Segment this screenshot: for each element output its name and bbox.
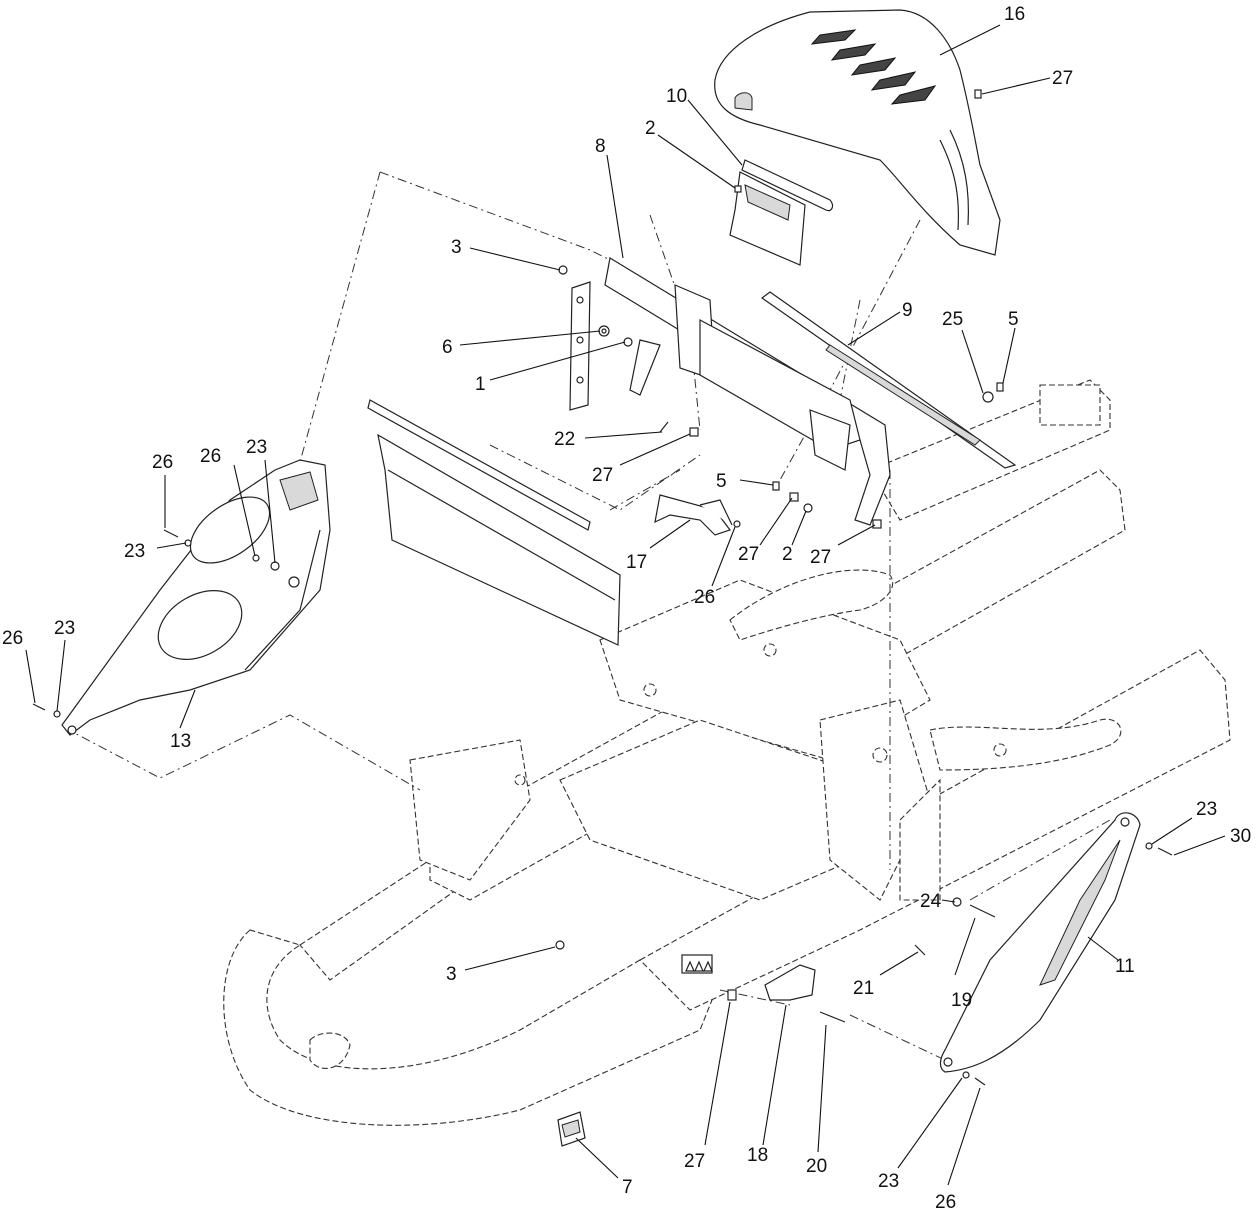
callout-23: 23 — [54, 618, 75, 639]
callout-5: 5 — [1008, 309, 1019, 330]
mower-frame — [223, 379, 1231, 1126]
leader-lines — [25, 24, 1226, 1186]
flat-panel — [367, 399, 621, 646]
strip-part-9 — [760, 291, 1017, 469]
callout-27: 27 — [738, 544, 759, 565]
callout-20: 20 — [806, 1156, 827, 1177]
callout-23: 23 — [878, 1171, 899, 1192]
rear-cover-part-16 — [714, 9, 1001, 256]
callout-26: 26 — [200, 446, 221, 467]
callout-8: 8 — [595, 136, 606, 157]
callout-26: 26 — [152, 452, 173, 473]
callout-25: 25 — [942, 309, 963, 330]
callout-1: 1 — [475, 374, 486, 395]
callout-11: 11 — [1115, 956, 1135, 977]
callout-26: 26 — [2, 628, 23, 649]
callout-23: 23 — [246, 437, 267, 458]
callout-23: 23 — [1196, 799, 1217, 820]
callout-26: 26 — [694, 587, 715, 608]
callout-3: 3 — [446, 964, 457, 985]
upright-rail — [569, 281, 591, 411]
bracket-part-10 — [729, 159, 834, 266]
callout-27: 27 — [810, 547, 831, 568]
bracket-part-17 — [654, 494, 733, 536]
callout-7: 7 — [622, 1177, 633, 1198]
callout-5: 5 — [716, 471, 727, 492]
callout-2: 2 — [782, 544, 793, 565]
main-bracket-part-8 — [604, 257, 891, 526]
right-panel-part-11 — [939, 812, 1141, 1073]
callout-24: 24 — [920, 891, 942, 912]
warning-decal — [681, 954, 713, 974]
callout-26: 26 — [935, 1192, 956, 1213]
callout-10: 10 — [666, 86, 687, 107]
left-panel-part-13 — [61, 459, 331, 736]
callout-27: 27 — [592, 465, 613, 486]
callout-9: 9 — [902, 300, 913, 321]
callout-27: 27 — [1052, 68, 1073, 89]
bracket-part-18 — [764, 964, 816, 1001]
callout-2: 2 — [645, 118, 656, 139]
callout-22: 22 — [554, 429, 575, 450]
callout-16: 16 — [1004, 4, 1025, 25]
callout-19: 19 — [951, 990, 972, 1011]
callout-21: 21 — [853, 978, 874, 999]
callout-3: 3 — [451, 237, 462, 258]
callout-6: 6 — [442, 337, 453, 358]
callout-13: 13 — [170, 731, 191, 752]
tab-part-7 — [557, 1111, 586, 1147]
callout-27: 27 — [684, 1151, 705, 1172]
fasteners — [32, 89, 1173, 1086]
callout-18: 18 — [747, 1145, 768, 1166]
callout-23: 23 — [124, 541, 145, 562]
callout-30: 30 — [1230, 826, 1251, 847]
callout-17: 17 — [626, 552, 647, 573]
callout-labels: 16 27 10 2 8 3 9 25 5 6 1 22 27 5 27 2 2… — [2, 4, 1251, 1213]
